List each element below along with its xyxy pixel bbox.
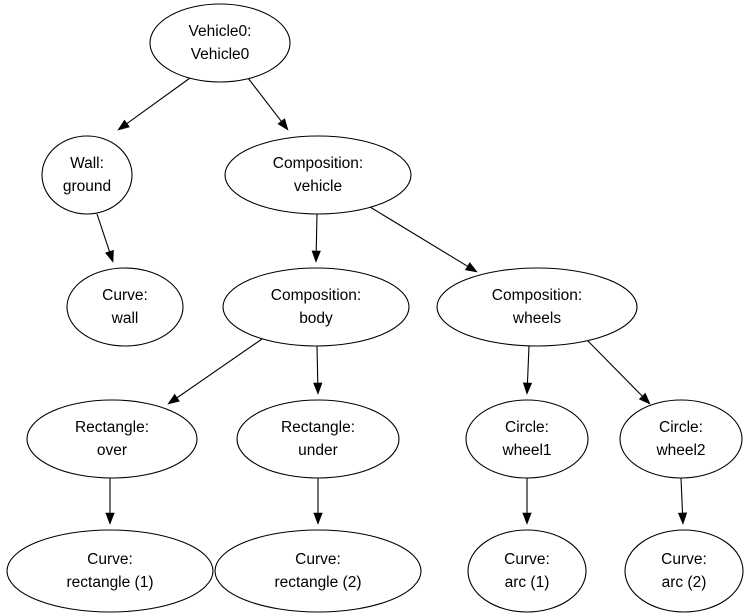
graph-node-arc1[interactable]: Curve: arc (1) — [467, 529, 587, 613]
graph-node-rectangle2[interactable]: Curve: rectangle (2) — [214, 529, 422, 613]
graph-edge — [585, 338, 651, 405]
node-label-type: Composition: — [273, 155, 363, 172]
edge-line — [176, 338, 263, 399]
node-label-name: under — [298, 442, 338, 459]
node-ellipse[interactable] — [149, 3, 291, 83]
graph-edge — [167, 338, 263, 405]
node-label-name: wall — [111, 310, 139, 327]
node-ellipse[interactable] — [222, 267, 410, 347]
edge-line — [680, 477, 684, 514]
node-label-name: wheel2 — [655, 442, 705, 459]
edge-arrowhead-icon — [167, 393, 180, 405]
edge-arrowhead-icon — [313, 382, 323, 395]
node-label-type: Curve: — [295, 551, 341, 568]
node-label-type: Rectangle: — [281, 419, 355, 436]
node-label-name: vehicle — [294, 178, 342, 195]
edge-line — [526, 345, 530, 384]
node-ellipse[interactable] — [66, 267, 184, 347]
graph-node-wheels[interactable]: Composition: wheels — [436, 267, 638, 347]
node-label-type: Composition: — [492, 287, 582, 304]
node-ellipse[interactable] — [467, 529, 587, 613]
node-ellipse[interactable] — [224, 135, 412, 215]
node-label-type: Circle: — [659, 419, 703, 436]
node-ellipse[interactable] — [6, 529, 214, 613]
edge-arrowhead-icon — [311, 250, 321, 263]
edge-arrowhead-icon — [117, 119, 130, 131]
graph-node-ground[interactable]: Wall: ground — [41, 135, 133, 215]
edge-line — [315, 213, 318, 252]
graph-node-wheel1[interactable]: Circle: wheel1 — [465, 399, 589, 479]
graph-edge — [117, 77, 191, 131]
graph-edge — [247, 77, 289, 131]
edge-line — [585, 338, 643, 397]
edge-line — [247, 77, 282, 122]
graph-edge — [96, 213, 114, 263]
graph-edge — [522, 345, 533, 395]
edge-line — [316, 345, 319, 384]
edge-arrowhead-icon — [464, 262, 478, 273]
node-label-type: Curve: — [87, 551, 133, 568]
node-label-type: Circle: — [505, 419, 549, 436]
node-label-name: over — [97, 442, 127, 459]
node-label-name: wheels — [512, 310, 561, 327]
node-label-type: Composition: — [271, 287, 361, 304]
graph-node-under[interactable]: Rectangle: under — [236, 399, 400, 479]
edge-arrowhead-icon — [313, 512, 323, 525]
node-label-name: rectangle (2) — [274, 574, 361, 591]
graph-edge — [313, 345, 323, 395]
edge-arrowhead-icon — [522, 512, 532, 525]
node-label-name: body — [299, 310, 333, 327]
node-label-name: arc (1) — [505, 574, 550, 591]
node-label-type: Curve: — [661, 551, 707, 568]
graph-edge — [311, 213, 321, 263]
graph-node-vehicle[interactable]: Composition: vehicle — [224, 135, 412, 215]
node-ellipse[interactable] — [26, 399, 198, 479]
graph-node-arc2[interactable]: Curve: arc (2) — [624, 529, 744, 613]
node-label-type: Wall: — [70, 155, 104, 172]
edge-arrowhead-icon — [105, 512, 115, 525]
graph-edge — [677, 477, 688, 525]
node-ellipse[interactable] — [624, 529, 744, 613]
node-label-name: wheel1 — [501, 442, 551, 459]
node-ellipse[interactable] — [436, 267, 638, 347]
graph-node-vehicle0[interactable]: Vehicle0: Vehicle0 — [149, 3, 291, 83]
edge-line — [126, 77, 191, 125]
edge-arrowhead-icon — [277, 118, 289, 131]
node-label-name: Vehicle0 — [191, 46, 250, 63]
graph-node-rectangle1[interactable]: Curve: rectangle (1) — [6, 529, 214, 613]
node-ellipse[interactable] — [236, 399, 400, 479]
node-ellipse[interactable] — [41, 135, 133, 215]
node-label-type: Rectangle: — [75, 419, 149, 436]
node-label-type: Curve: — [102, 287, 148, 304]
graph-edge — [313, 478, 323, 525]
graph-node-wall[interactable]: Curve: wall — [66, 267, 184, 347]
edge-arrowhead-icon — [677, 512, 688, 525]
edge-arrowhead-icon — [638, 392, 651, 405]
graph-edge — [105, 478, 115, 525]
edges-layer — [96, 77, 688, 525]
graph-edge — [369, 206, 478, 273]
graph-edge — [522, 478, 532, 525]
node-ellipse[interactable] — [465, 399, 589, 479]
node-label-name: rectangle (1) — [66, 574, 153, 591]
nodes-layer: Vehicle0:Vehicle0Wall:groundComposition:… — [6, 3, 744, 613]
graph-node-wheel2[interactable]: Circle: wheel2 — [619, 399, 743, 479]
node-label-type: Vehicle0: — [189, 23, 252, 40]
node-ellipse[interactable] — [619, 399, 743, 479]
node-ellipse[interactable] — [214, 529, 422, 613]
node-label-name: ground — [63, 178, 111, 195]
edge-arrowhead-icon — [105, 249, 114, 263]
graph-node-body[interactable]: Composition: body — [222, 267, 410, 347]
edge-line — [96, 213, 111, 252]
edge-line — [369, 206, 468, 267]
edge-arrowhead-icon — [522, 382, 533, 395]
node-label-type: Curve: — [504, 551, 550, 568]
node-label-name: arc (2) — [662, 574, 707, 591]
graph-node-over[interactable]: Rectangle: over — [26, 399, 198, 479]
